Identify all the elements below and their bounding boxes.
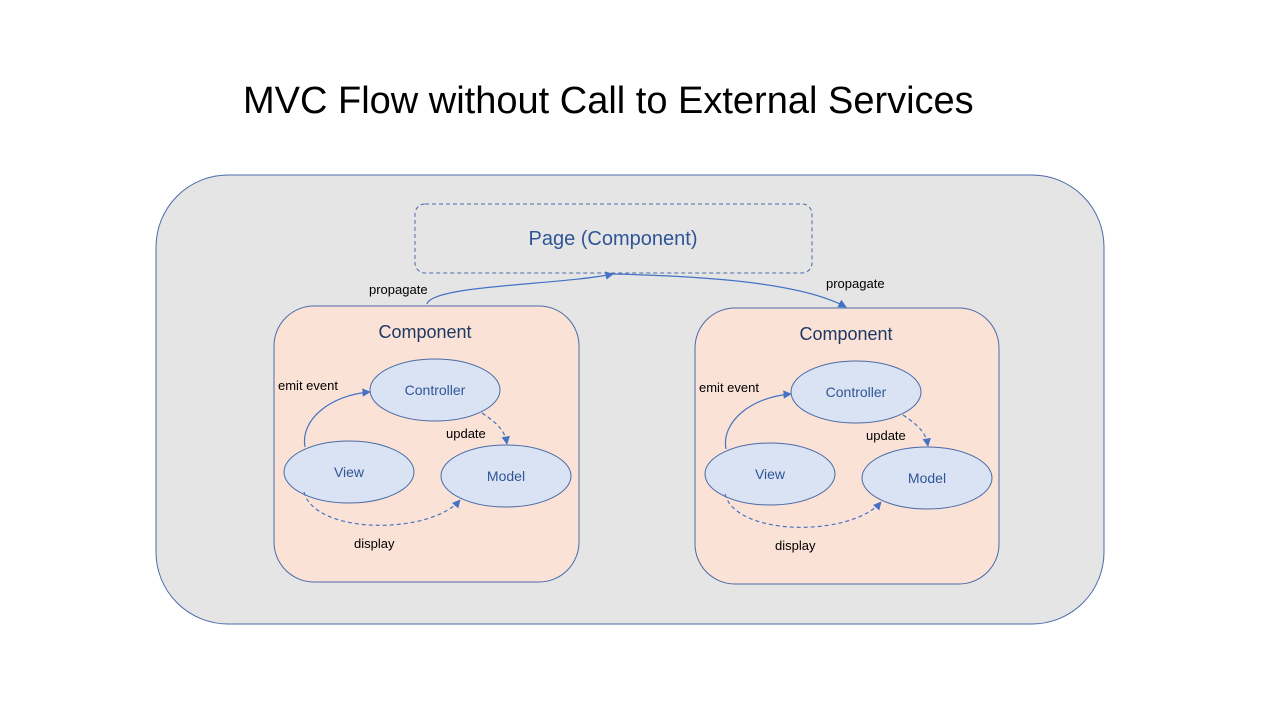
view-label: View	[334, 464, 365, 480]
component-box	[273, 305, 580, 583]
propagate-left-label: propagate	[369, 282, 428, 297]
component-right: Component Controller View Model emit eve…	[694, 307, 1000, 585]
controller-label: Controller	[405, 382, 466, 398]
update-arrow	[902, 414, 931, 447]
update-label: update	[446, 426, 486, 441]
model-node	[861, 446, 993, 510]
emit-event-arrow	[303, 388, 371, 448]
slide-title: MVC Flow without Call to External Servic…	[243, 80, 974, 122]
model-label: Model	[487, 468, 525, 484]
emit-event-label: emit event	[278, 378, 338, 393]
update-arrow	[481, 412, 510, 445]
display-arrow	[303, 491, 461, 526]
emit-event-arrow	[724, 390, 792, 450]
component-left: Component Controller View Model emit eve…	[273, 305, 580, 583]
display-label: display	[354, 536, 395, 551]
display-arrow	[724, 493, 882, 528]
controller-label: Controller	[826, 384, 887, 400]
emit-event-label: emit event	[699, 380, 759, 395]
component-title: Component	[799, 324, 892, 344]
view-node	[704, 442, 836, 506]
display-label: display	[775, 538, 816, 553]
component-title: Component	[378, 322, 471, 342]
view-label: View	[755, 466, 786, 482]
view-node	[283, 440, 415, 504]
page-component-label: Page (Component)	[529, 228, 698, 250]
propagate-right-label: propagate	[826, 276, 885, 291]
model-node	[440, 444, 572, 508]
propagate-right-arrow	[612, 273, 847, 308]
propagate-left-arrow	[426, 271, 614, 305]
model-label: Model	[908, 470, 946, 486]
component-box	[694, 307, 1000, 585]
update-label: update	[866, 428, 906, 443]
